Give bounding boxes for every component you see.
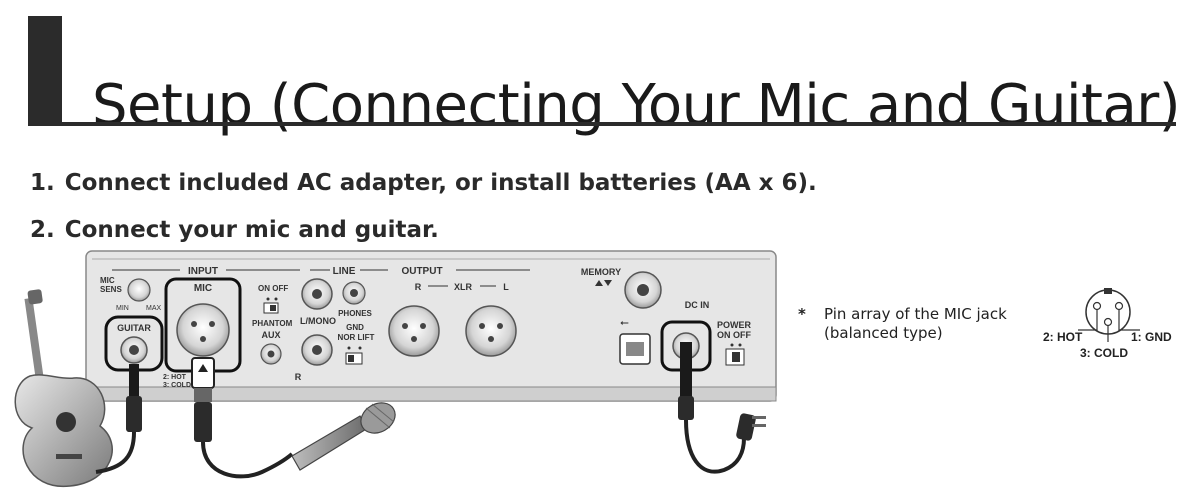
svg-text:OUTPUT: OUTPUT xyxy=(401,266,442,277)
svg-text:2: HOT: 2: HOT xyxy=(163,374,187,381)
step-2-text: Connect your mic and guitar. xyxy=(64,217,439,243)
input-section-label: INPUT xyxy=(112,266,300,277)
svg-text:⭠: ⭠ xyxy=(620,316,629,329)
memory-jack[interactable]: MEMORY xyxy=(581,267,662,309)
step-1-number: 1. xyxy=(30,170,55,196)
note-line-2: (balanced type) xyxy=(824,323,943,342)
svg-text:ON OFF: ON OFF xyxy=(258,284,288,293)
output-section-label: LINE OUTPUT xyxy=(310,266,530,277)
step-1-text: Connect included AC adapter, or install … xyxy=(64,170,817,196)
svg-text:MAX: MAX xyxy=(146,305,162,312)
phones-jack[interactable]: PHONES xyxy=(338,281,373,318)
svg-text:L/MONO: L/MONO xyxy=(300,316,336,326)
svg-text:MEMORY: MEMORY xyxy=(581,267,621,277)
line-out-r-jack[interactable]: R xyxy=(295,334,333,382)
svg-text:PHONES: PHONES xyxy=(338,309,372,318)
svg-text:2: HOT: 2: HOT xyxy=(1043,330,1083,344)
svg-text:L: L xyxy=(503,282,509,292)
svg-text:GND: GND xyxy=(346,323,364,332)
phantom-switch[interactable]: ON OFF PHANTOM xyxy=(252,284,293,328)
svg-text:AUX: AUX xyxy=(261,330,280,340)
svg-text:SENS: SENS xyxy=(100,285,122,294)
svg-text:NOR LIFT: NOR LIFT xyxy=(338,333,375,342)
rear-panel-illustration: INPUT MIC SENS MIN MAX GUITAR MIC ON OFF… xyxy=(14,250,1172,487)
xlr-output-r-jack[interactable] xyxy=(388,305,440,357)
svg-text:MIN: MIN xyxy=(116,305,129,312)
svg-text:INPUT: INPUT xyxy=(188,266,218,277)
guitar-cable xyxy=(95,364,142,474)
svg-text:3: COLD: 3: COLD xyxy=(163,382,191,389)
ac-plug-icon xyxy=(736,413,766,441)
mic-jack-pin-diagram: 2: HOT 1: GND 3: COLD xyxy=(1043,288,1172,360)
guitar-jack[interactable]: GUITAR xyxy=(104,315,164,372)
ac-adapter-cable xyxy=(678,342,746,474)
svg-text:MIC: MIC xyxy=(100,276,115,285)
svg-text:3: COLD: 3: COLD xyxy=(1080,346,1128,360)
mic-cable xyxy=(191,357,294,479)
panel-pin-labels: 2: HOT 3: COLD xyxy=(163,374,191,389)
title-rule xyxy=(28,122,1176,126)
aux-jack[interactable]: AUX xyxy=(260,330,282,365)
title-accent-bar xyxy=(28,16,62,124)
svg-text:GUITAR: GUITAR xyxy=(117,323,151,333)
svg-text:XLR: XLR xyxy=(454,282,473,292)
svg-text:DC IN: DC IN xyxy=(685,300,710,310)
step-2: 2. Connect your mic and guitar. xyxy=(30,219,439,242)
note-asterisk: * xyxy=(798,305,806,323)
power-switch[interactable]: POWER ON OFF xyxy=(717,320,752,366)
svg-text:R: R xyxy=(295,372,302,382)
svg-text:1: GND: 1: GND xyxy=(1131,330,1172,344)
step-1: 1. Connect included AC adapter, or instal… xyxy=(30,172,817,195)
microphone-icon xyxy=(291,402,396,471)
step-2-number: 2. xyxy=(30,217,55,243)
xlr-output-l-jack[interactable] xyxy=(465,305,517,357)
usb-port[interactable]: ⭠ xyxy=(619,316,651,365)
ground-lift-switch[interactable]: GND NOR LIFT xyxy=(338,323,375,365)
mic-sens-knob[interactable]: MIC SENS MIN MAX xyxy=(100,276,162,312)
svg-text:ON OFF: ON OFF xyxy=(717,330,751,340)
line-out-l-mono-jack[interactable]: L/MONO xyxy=(300,278,336,326)
svg-text:MIC: MIC xyxy=(194,283,212,294)
svg-text:POWER: POWER xyxy=(717,320,752,330)
note-line-1: Pin array of the MIC jack xyxy=(824,305,1007,323)
svg-text:R: R xyxy=(415,282,422,292)
svg-text:LINE: LINE xyxy=(333,266,356,277)
xlr-output-labels: R XLR L xyxy=(415,282,510,292)
svg-text:PHANTOM: PHANTOM xyxy=(252,319,293,328)
